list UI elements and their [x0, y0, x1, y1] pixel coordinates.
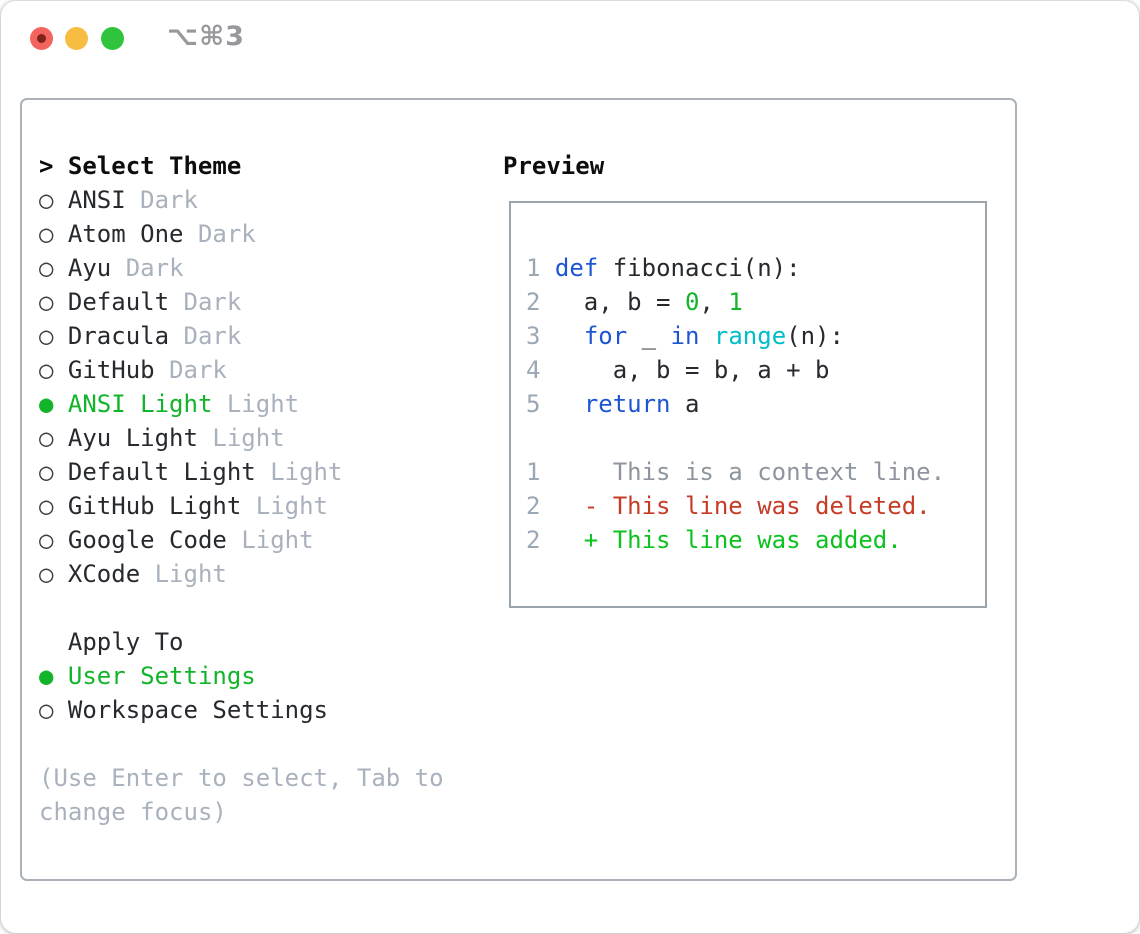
- radio-icon: ○: [39, 186, 54, 214]
- preview-code-line: 5 return a: [526, 390, 700, 418]
- variant-label: Dark: [125, 254, 184, 282]
- theme-column: >Select Theme ○ ANSI Dark○ Atom One Dark…: [39, 149, 444, 829]
- radio-selected-icon: ●: [39, 390, 54, 418]
- line-number: 1: [526, 254, 541, 282]
- variant-label: Dark: [197, 220, 256, 248]
- spacer: [39, 727, 444, 761]
- option-label: Atom One: [67, 220, 184, 248]
- variant-label: Light: [241, 526, 314, 554]
- preview-pane: 1 def fibonacci(n): 2 a, b = 0, 1 3 for _ …: [509, 201, 987, 608]
- theme-option-ayu-light[interactable]: ○ Ayu Light Light: [39, 421, 444, 455]
- preview-code-line: [526, 421, 985, 455]
- radio-icon: ○: [39, 492, 54, 520]
- close-button[interactable]: [30, 27, 53, 50]
- radio-icon: ○: [39, 696, 54, 724]
- minimize-button[interactable]: [65, 27, 88, 50]
- zoom-button[interactable]: [101, 27, 124, 50]
- radio-icon: ○: [39, 322, 54, 350]
- apply-option-workspace-settings[interactable]: ○ Workspace Settings: [39, 693, 444, 727]
- option-label: Default: [67, 288, 170, 316]
- theme-option-ansi[interactable]: ○ ANSI Dark: [39, 183, 444, 217]
- radio-icon: ○: [39, 458, 54, 486]
- variant-label: Dark: [183, 322, 242, 350]
- preview-code-line: 1 This is a context line.: [526, 458, 946, 486]
- theme-option-google-code[interactable]: ○ Google Code Light: [39, 523, 444, 557]
- radio-icon: ○: [39, 356, 54, 384]
- variant-label: Dark: [140, 186, 198, 214]
- apply-to-options: ● User Settings○ Workspace Settings: [39, 659, 444, 727]
- apply-option-user-settings[interactable]: ● User Settings: [39, 659, 444, 693]
- radio-icon: ○: [39, 560, 54, 588]
- line-number: 2: [526, 288, 541, 316]
- radio-icon: ○: [39, 424, 54, 452]
- theme-option-ayu[interactable]: ○ Ayu Dark: [39, 251, 444, 285]
- option-label: Ayu Light: [67, 424, 198, 452]
- variant-label: Light: [270, 458, 343, 486]
- theme-option-atom-one[interactable]: ○ Atom One Dark: [39, 217, 444, 251]
- apply-to-header: Apply To: [39, 625, 444, 659]
- line-number: 2: [526, 526, 541, 554]
- variant-label: Light: [255, 492, 328, 520]
- theme-option-xcode[interactable]: ○ XCode Light: [39, 557, 444, 591]
- theme-selector-panel: >Select Theme ○ ANSI Dark○ Atom One Dark…: [20, 98, 1017, 881]
- preview-code-line: 4 a, b = b, a + b: [526, 356, 830, 384]
- preview-code-line: 2 - This line was deleted.: [526, 492, 931, 520]
- window-title: ⌥⌘3: [167, 21, 245, 52]
- theme-option-ansi-light[interactable]: ● ANSI Light Light: [39, 387, 444, 421]
- preview-code-line: 1 def fibonacci(n):: [526, 254, 801, 282]
- line-number: 3: [526, 322, 541, 350]
- line-number: 4: [526, 356, 541, 384]
- line-number: 2: [526, 492, 541, 520]
- variant-label: Light: [226, 390, 300, 418]
- preview-code-line: 2 a, b = 0, 1: [526, 288, 743, 316]
- line-number: 1: [526, 458, 541, 486]
- preview-label: Preview: [503, 152, 605, 180]
- option-label: Workspace Settings: [67, 696, 328, 724]
- theme-option-dracula[interactable]: ○ Dracula Dark: [39, 319, 444, 353]
- line-number: 5: [526, 390, 541, 418]
- titlebar: ⌥⌘3: [1, 1, 1139, 75]
- variant-label: Light: [212, 424, 285, 452]
- variant-label: Dark: [183, 288, 242, 316]
- option-label: Default Light: [67, 458, 256, 486]
- apply-to-label: Apply To: [67, 628, 184, 656]
- spacer: [39, 591, 444, 625]
- option-label: ANSI: [67, 186, 126, 214]
- prompt-icon: >: [39, 152, 54, 180]
- radio-icon: ○: [39, 254, 54, 282]
- option-label: User Settings: [67, 662, 256, 690]
- theme-list: ○ ANSI Dark○ Atom One Dark○ Ayu Dark○ De…: [39, 183, 444, 591]
- theme-option-github[interactable]: ○ GitHub Dark: [39, 353, 444, 387]
- option-label: Ayu: [67, 254, 112, 282]
- select-theme-header: > Select Theme: [39, 149, 444, 183]
- option-label: GitHub Light: [67, 492, 242, 520]
- preview-code-line: 2 + This line was added.: [526, 526, 902, 554]
- hint-text-line-1: (Use Enter to select, Tab to: [39, 764, 444, 792]
- option-label: XCode: [67, 560, 141, 588]
- variant-label: Dark: [169, 356, 227, 384]
- variant-label: Light: [154, 560, 227, 588]
- radio-icon: ○: [39, 220, 54, 248]
- radio-selected-icon: ●: [39, 662, 54, 690]
- option-label: Google Code: [67, 526, 227, 554]
- theme-option-github-light[interactable]: ○ GitHub Light Light: [39, 489, 444, 523]
- radio-icon: ○: [39, 526, 54, 554]
- option-label: GitHub: [67, 356, 155, 384]
- hint-text-line-2: change focus): [39, 798, 227, 826]
- preview-header: Preview: [503, 149, 604, 183]
- preview-code-line: 3 for _ in range(n):: [526, 322, 844, 350]
- radio-icon: ○: [39, 288, 54, 316]
- theme-option-default[interactable]: ○ Default Dark: [39, 285, 444, 319]
- theme-option-default-light[interactable]: ○ Default Light Light: [39, 455, 444, 489]
- option-label: Dracula: [67, 322, 170, 350]
- option-label: ANSI Light: [67, 390, 213, 418]
- select-theme-label: Select Theme: [67, 152, 242, 180]
